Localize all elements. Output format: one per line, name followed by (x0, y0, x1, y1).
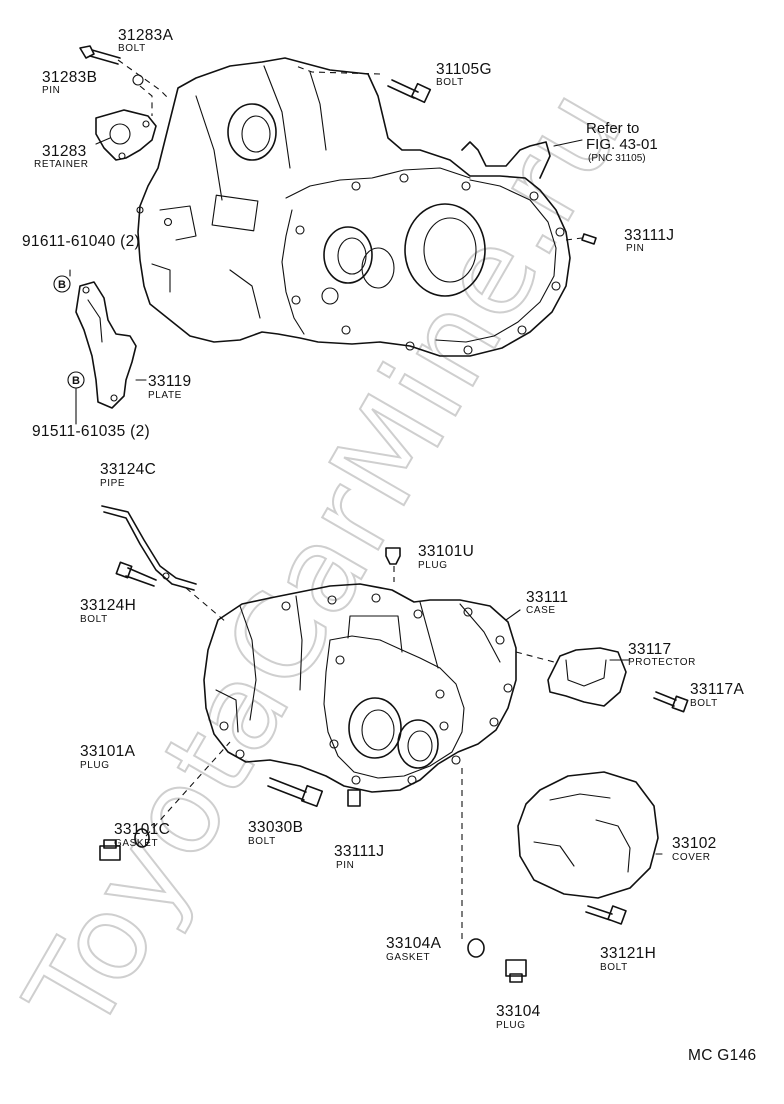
svg-text:BOLT: BOLT (248, 836, 276, 847)
bolt-marker-bottom: B (67, 371, 85, 389)
bolt-33030B-drawing (267, 777, 324, 808)
svg-text:BOLT: BOLT (600, 962, 628, 973)
figure-code: MC G146 (688, 1047, 756, 1064)
label-33111: 33111 CASE (526, 589, 568, 616)
plate-drawing (75, 281, 137, 409)
label-33104: 33104 PLUG (496, 1003, 541, 1031)
svg-text:33119: 33119 (148, 373, 191, 390)
label-33101C: 33101C GASKET (114, 821, 170, 849)
svg-text:CASE: CASE (526, 605, 556, 616)
svg-text:91611-61040 (2): 91611-61040 (2) (22, 233, 140, 250)
svg-text:33117: 33117 (628, 641, 671, 658)
svg-text:33124H: 33124H (80, 597, 136, 614)
svg-text:33117A: 33117A (690, 681, 744, 698)
svg-text:B: B (58, 279, 66, 291)
svg-text:33124C: 33124C (100, 461, 156, 478)
pin-31283B-drawing (132, 74, 144, 86)
svg-text:33101C: 33101C (114, 821, 170, 838)
svg-text:PLUG: PLUG (496, 1020, 526, 1031)
label-31283: 31283 RETAINER (34, 143, 89, 170)
bolt-33124H-drawing (115, 561, 157, 587)
svg-text:31283A: 31283A (118, 27, 174, 44)
transmission-case-drawing (203, 583, 517, 793)
svg-text:B: B (72, 375, 80, 387)
label-33124C: 33124C PIPE (100, 461, 156, 489)
svg-text:PLUG: PLUG (418, 560, 448, 571)
label-91511-61035: 91511-61035 (2) (32, 423, 150, 440)
svg-text:Refer to: Refer to (586, 120, 639, 137)
label-31105G: 31105G BOLT (436, 61, 492, 88)
label-31283B: 31283B PIN (42, 69, 97, 96)
svg-text:31105G: 31105G (436, 61, 492, 78)
svg-text:BOLT: BOLT (80, 614, 108, 625)
svg-text:33111J: 33111J (624, 227, 674, 244)
pin-33111J-bottom-drawing (347, 789, 361, 807)
bolt-33117A-drawing (653, 691, 689, 713)
label-33030B: 33030B BOLT (248, 819, 303, 847)
pipe-drawing (101, 505, 197, 591)
figure-reference: Refer to FIG. 43-01 (PNC 31105) (586, 120, 658, 164)
svg-text:33030B: 33030B (248, 819, 303, 836)
protector-drawing (547, 647, 627, 707)
svg-text:33102: 33102 (672, 835, 717, 852)
label-33101A: 33101A PLUG (80, 743, 136, 771)
bolt-31283A-drawing (79, 45, 121, 65)
bolt-31105G-drawing (387, 79, 432, 104)
svg-text:PIPE: PIPE (100, 478, 125, 489)
svg-text:33101A: 33101A (80, 743, 136, 760)
gasket-33101C-drawing (134, 828, 150, 848)
lower-leader-lines (145, 566, 663, 944)
svg-text:GASKET: GASKET (386, 952, 430, 963)
upper-leader-lines (69, 59, 583, 425)
svg-text:COVER: COVER (672, 852, 711, 863)
label-33119: 33119 PLATE (148, 373, 191, 401)
label-33117: 33117 PROTECTOR (628, 641, 696, 668)
svg-text:PIN: PIN (626, 243, 644, 254)
svg-text:33104A: 33104A (386, 935, 442, 952)
svg-text:GASKET: GASKET (114, 838, 158, 849)
retainer-drawing (95, 109, 157, 161)
svg-text:BOLT: BOLT (690, 698, 718, 709)
svg-text:(PNC 31105): (PNC 31105) (588, 153, 646, 164)
svg-text:RETAINER: RETAINER (34, 159, 89, 170)
bolt-marker-top: B (53, 275, 71, 293)
pin-33111J-top-drawing (581, 233, 597, 245)
transaxle-housing-drawing (136, 57, 571, 357)
svg-text:BOLT: BOLT (118, 43, 146, 54)
label-33121H: 33121H BOLT (600, 945, 656, 973)
svg-text:PLATE: PLATE (148, 390, 182, 401)
svg-text:31283: 31283 (42, 143, 87, 160)
plug-33104-drawing (505, 959, 527, 983)
svg-text:PIN: PIN (42, 85, 60, 96)
svg-text:33104: 33104 (496, 1003, 541, 1020)
cover-drawing (517, 771, 659, 899)
plug-33101A-drawing (99, 839, 121, 861)
label-33111J-top: 33111J PIN (624, 227, 674, 254)
svg-text:ToyotaCarMine.ru: ToyotaCarMine.ru (0, 65, 651, 1055)
svg-text:BOLT: BOLT (436, 77, 464, 88)
svg-text:PLUG: PLUG (80, 760, 110, 771)
label-33102: 33102 COVER (672, 835, 717, 863)
label-33101U: 33101U PLUG (418, 543, 474, 571)
label-33111J-bottom: 33111J PIN (334, 843, 384, 871)
svg-text:FIG. 43-01: FIG. 43-01 (586, 136, 658, 153)
label-31283A: 31283A BOLT (118, 27, 174, 54)
svg-text:31283B: 31283B (42, 69, 97, 86)
label-33124H: 33124H BOLT (80, 597, 136, 625)
plug-33101U-drawing (385, 547, 401, 565)
svg-text:PROTECTOR: PROTECTOR (628, 657, 696, 668)
gasket-33104A-drawing (467, 938, 485, 958)
label-33117A: 33117A BOLT (690, 681, 744, 709)
svg-text:PIN: PIN (336, 860, 354, 871)
svg-text:33101U: 33101U (418, 543, 474, 560)
label-91611-61040: 91611-61040 (2) (22, 233, 140, 250)
label-33104A: 33104A GASKET (386, 935, 442, 963)
svg-text:33111: 33111 (526, 589, 568, 606)
watermark: ToyotaCarMine.ru (0, 64, 652, 1056)
svg-text:91511-61035 (2): 91511-61035 (2) (32, 423, 150, 440)
svg-text:33111J: 33111J (334, 843, 384, 860)
bolt-33121H-drawing (585, 905, 627, 925)
svg-text:33121H: 33121H (600, 945, 656, 962)
